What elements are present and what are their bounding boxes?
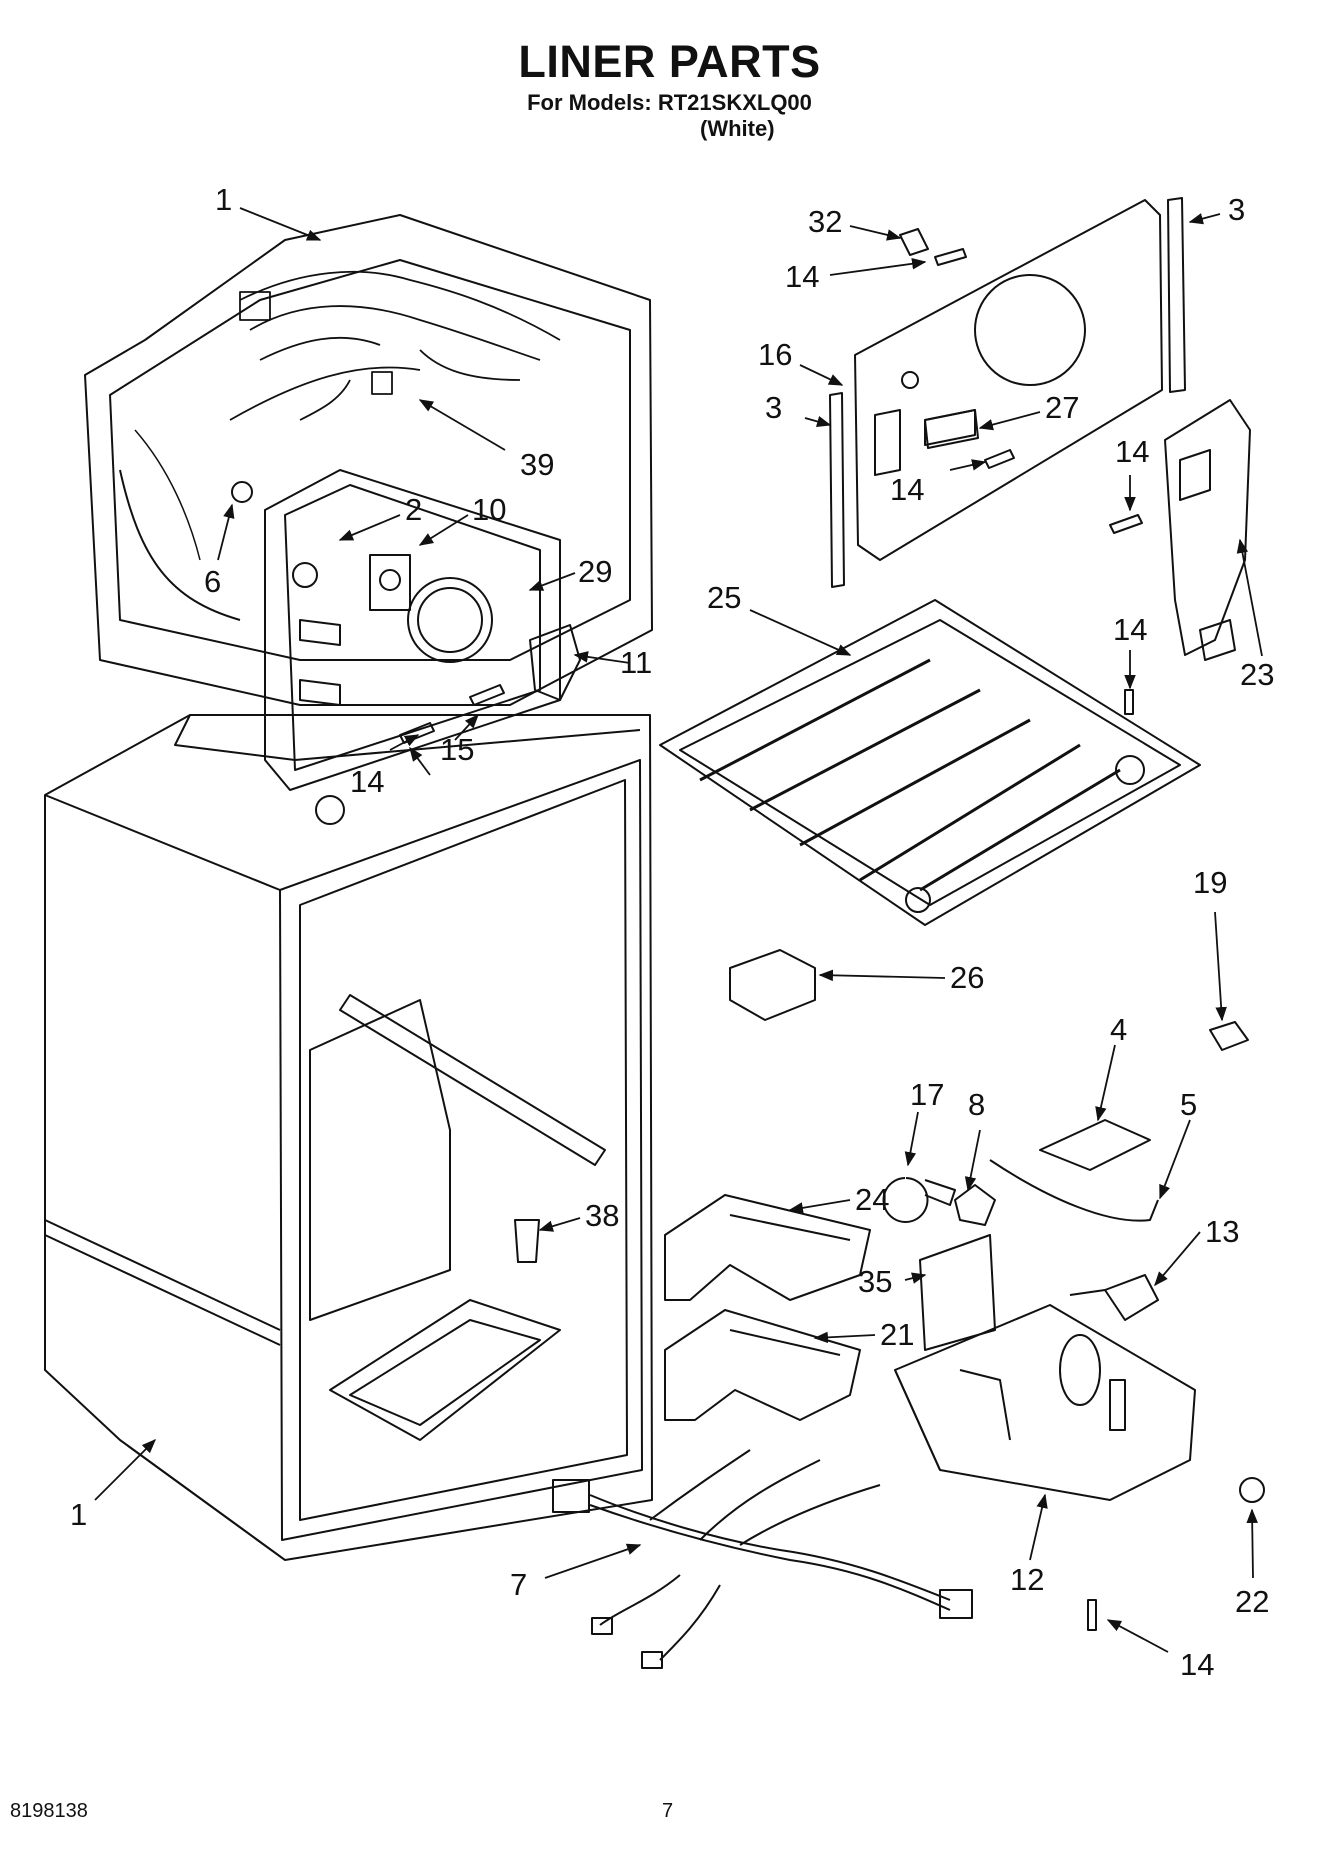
callout-27: 27: [1045, 390, 1079, 425]
knob-part-22: [1239, 1477, 1265, 1503]
callout-7: 7: [510, 1567, 527, 1602]
bracket-part-35: [919, 1234, 996, 1351]
spacer-part-32: [899, 228, 929, 256]
callout-leaders: [94, 207, 1263, 1653]
grommet-part-6: [231, 481, 253, 503]
callout-29: 29: [578, 554, 612, 589]
callout-17: 17: [910, 1077, 944, 1112]
evaporator-back-panel-part-16: [854, 199, 1163, 561]
callout-2: 2: [405, 492, 422, 527]
callout-14-panel: 14: [890, 472, 924, 507]
callout-35: 35: [858, 1264, 892, 1299]
freezer-liner-part-1: [84, 214, 653, 706]
model-variant: (White): [700, 116, 775, 141]
drip-tray-part-25: [659, 599, 1201, 926]
document-number: 8198138: [10, 1800, 88, 1822]
screw-part-14-duct: [1109, 514, 1143, 534]
callout-14-shelf: 14: [1113, 612, 1147, 647]
callout-23: 23: [1240, 657, 1274, 692]
models-line: For Models: RT21SKXLQ00: [527, 90, 812, 115]
callout-6: 6: [204, 564, 221, 599]
bracket-part-27: [924, 409, 979, 449]
callout-14-fan: 14: [350, 764, 384, 799]
fresh-food-liner-part-1: [44, 714, 653, 1561]
callout-19: 19: [1193, 865, 1227, 900]
cover-part-21: [664, 1309, 861, 1421]
control-board-part-4: [1039, 1119, 1151, 1171]
callout-14-bottom: 14: [1180, 1647, 1214, 1682]
freezer-wiring-part-39: [229, 270, 561, 421]
callout-38: 38: [585, 1198, 619, 1233]
callout-24: 24: [855, 1182, 889, 1217]
callout-15: 15: [440, 732, 474, 767]
callout-5: 5: [1180, 1087, 1197, 1122]
callout-25: 25: [707, 580, 741, 615]
seal-part-3: [1167, 197, 1186, 393]
screw-part-14-shelf: [1124, 689, 1134, 715]
wire-harness-part-7: [552, 1449, 973, 1669]
screw-part-15: [469, 684, 505, 706]
callout-14-top: 14: [785, 259, 819, 294]
page-title: LINER PARTS: [518, 36, 821, 87]
socket-part-8: [954, 1184, 996, 1226]
page-number: 7: [662, 1800, 674, 1822]
fan-duct-part-11: [529, 624, 581, 701]
thermostat-part-13: [1069, 1274, 1159, 1321]
screw-part-14-bottom: [1087, 1599, 1097, 1631]
callout-13: 13: [1205, 1214, 1239, 1249]
screw-part-14-top: [934, 248, 967, 266]
callout-4: 4: [1110, 1012, 1127, 1047]
callout-labels: 1 32 3 14 16 3 27 14 14 2 10 39 6 29 25 …: [70, 182, 1274, 1682]
control-housing-part-26: [729, 949, 816, 1021]
light-bulb-part-17: [882, 1177, 956, 1223]
callout-21: 21: [880, 1317, 914, 1352]
screw-part-14-panel: [984, 449, 1015, 469]
clip-part-19: [1209, 1021, 1249, 1051]
callout-1-freezer: 1: [215, 182, 232, 217]
callout-1-liner: 1: [70, 1497, 87, 1532]
callout-14-duct: 14: [1115, 434, 1149, 469]
callout-8: 8: [968, 1087, 985, 1122]
capillary-tube-part-5: [989, 1159, 1159, 1222]
control-housing-part-12: [894, 1304, 1196, 1501]
grommet-part-38: [514, 1219, 540, 1263]
callout-3-left: 3: [765, 390, 782, 425]
seal-part-3-left: [829, 392, 845, 588]
callout-3-right: 3: [1228, 192, 1245, 227]
callout-12: 12: [1010, 1562, 1044, 1597]
callout-22: 22: [1235, 1584, 1269, 1619]
callout-11: 11: [620, 645, 652, 680]
cover-part-24: [664, 1194, 871, 1301]
air-duct-part-23: [1164, 399, 1251, 661]
callout-26: 26: [950, 960, 984, 995]
callout-16: 16: [758, 337, 792, 372]
screw-part-14: [399, 722, 435, 744]
callout-10: 10: [472, 492, 506, 527]
callout-39: 39: [520, 447, 554, 482]
callout-32: 32: [808, 204, 842, 239]
